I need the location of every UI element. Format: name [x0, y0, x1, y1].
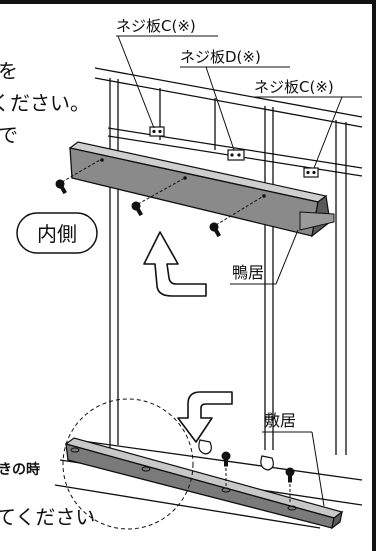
screw-plate-d	[227, 149, 245, 161]
kamoi-rail	[68, 141, 335, 238]
shikii-screws	[198, 439, 295, 504]
inside-label: 内側	[16, 212, 98, 254]
cut-text-line2: ください。	[0, 91, 90, 115]
svg-text:敷居: 敷居	[264, 411, 296, 430]
cut-text-line3: で	[0, 123, 18, 147]
cut-text-line4: きの時	[0, 461, 40, 478]
up-arrow-icon	[143, 231, 207, 297]
label-screw-plate-c-top: ネジ板C(※)	[116, 17, 218, 129]
cut-text-line1: を	[0, 59, 18, 83]
cut-text-line5: てください	[0, 505, 95, 529]
shikii-label: 敷居	[262, 411, 325, 507]
svg-text:内側: 内側	[37, 222, 77, 246]
svg-text:ネジ板D(※): ネジ板D(※)	[180, 48, 261, 66]
svg-text:ネジ板C(※): ネジ板C(※)	[254, 78, 334, 96]
shikii-rail	[64, 437, 344, 530]
label-screw-plate-c-right: ネジ板C(※)	[254, 78, 362, 169]
svg-text:鴨居: 鴨居	[232, 263, 264, 282]
detail-circle	[62, 398, 194, 530]
down-arrow-icon	[177, 391, 233, 443]
svg-text:ネジ板C(※): ネジ板C(※)	[116, 17, 196, 35]
kamoi-screws	[55, 159, 263, 238]
kamoi-label: 鴨居	[230, 229, 299, 285]
label-screw-plate-d: ネジ板D(※)	[180, 48, 290, 151]
screw-plate-c-right	[303, 167, 319, 178]
screw-plate-c-left	[149, 126, 165, 137]
